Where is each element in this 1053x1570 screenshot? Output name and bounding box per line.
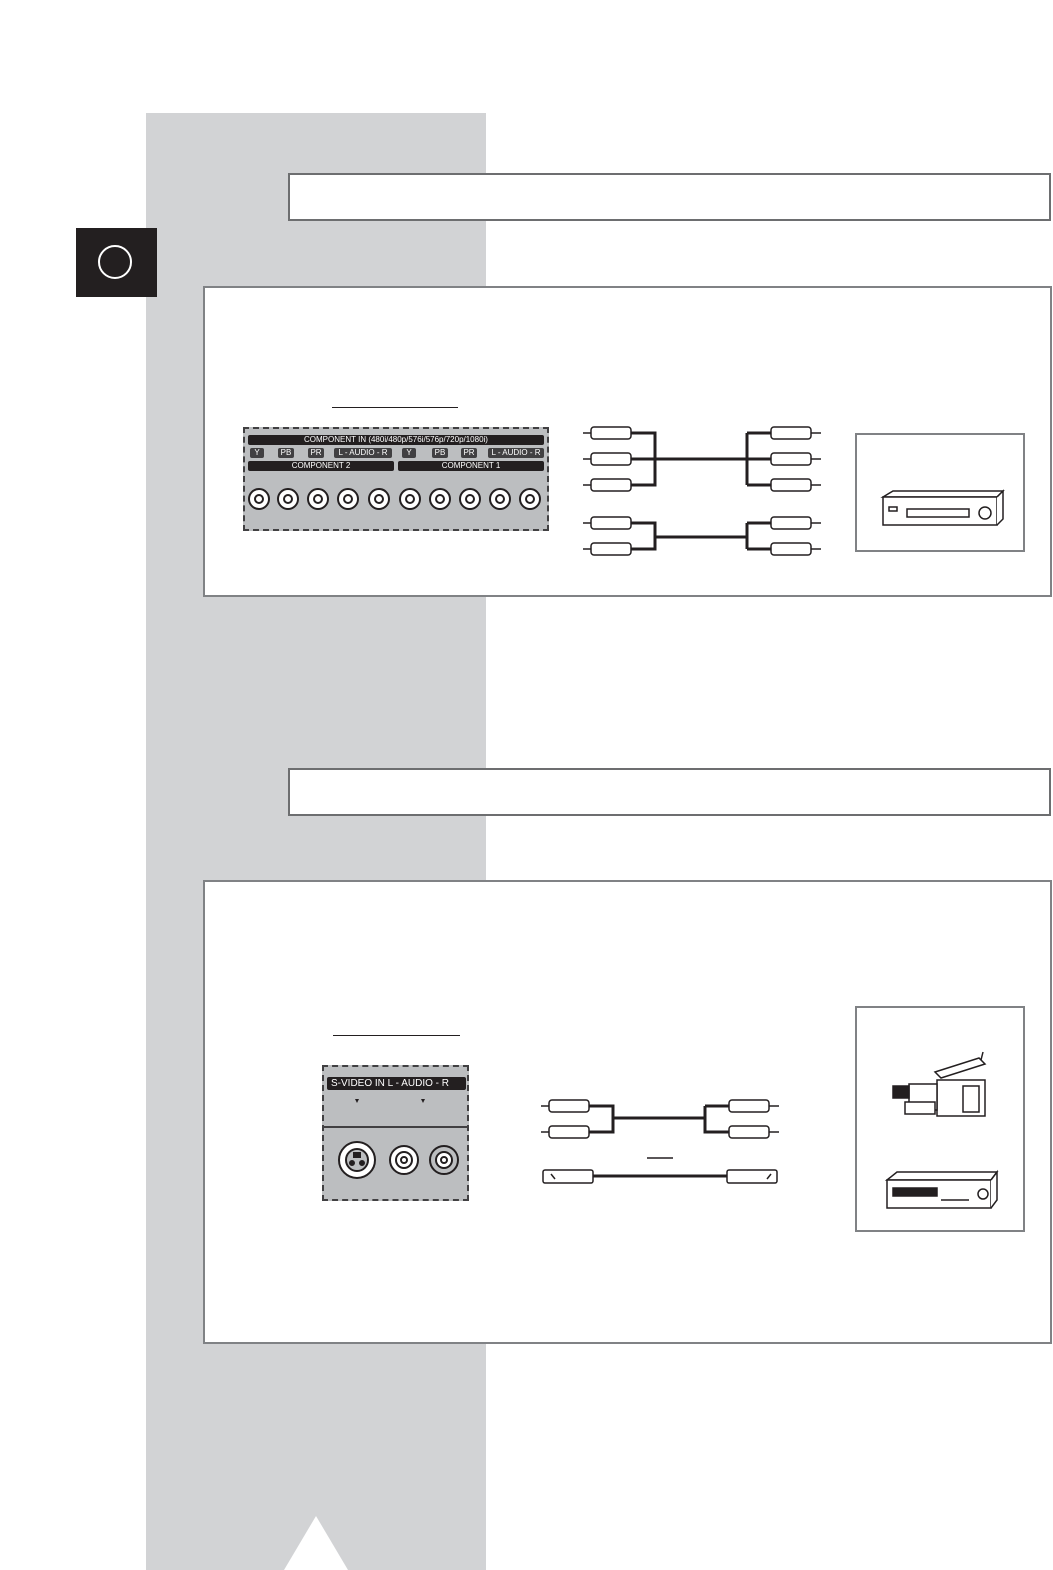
component-sublabel-row: Y PB PR L - AUDIO - R Y PB PR L - AUDIO … (248, 448, 544, 460)
rca-plug-left-1 (583, 426, 632, 440)
section-title-bar-component (288, 173, 1051, 221)
sublabel-y: Y (250, 448, 264, 458)
component-2-label: COMPONENT 2 (248, 461, 394, 471)
sublabel-pr-1: PR (461, 448, 477, 458)
sublabel-pb-1: PB (432, 448, 448, 458)
jack-7 (429, 488, 451, 510)
circle-icon (98, 245, 132, 279)
svideo-jacks (324, 1099, 467, 1179)
rca-plug-right-5 (770, 542, 821, 556)
sublabel-y-1: Y (402, 448, 416, 458)
svideo-connection-figure: S-VIDEO IN L - AUDIO - R (203, 880, 1052, 1344)
vcr-icon (884, 1169, 999, 1209)
sublabel-audio-1: L - AUDIO - R (488, 448, 544, 458)
sublabel-pb: PB (278, 448, 294, 458)
audio-jack-right (429, 1145, 459, 1175)
component-in-header: COMPONENT IN (480i/480p/576i/576p/720p/1… (248, 435, 544, 445)
rca-plug-right-2 (728, 1125, 779, 1139)
svideo-audio-cables (541, 1099, 779, 1184)
camcorder-icon (892, 1051, 987, 1117)
component-connection-figure: COMPONENT IN (480i/480p/576i/576p/720p/1… (203, 286, 1052, 597)
jack-3 (307, 488, 329, 510)
audio-jack-left (389, 1145, 419, 1175)
jack-6 (399, 488, 421, 510)
rca-plug-left-3 (583, 478, 632, 492)
section-title-bar-svideo (288, 768, 1051, 816)
rca-plug-right-4 (770, 516, 821, 530)
svideo-jack (338, 1141, 376, 1179)
svideo-plug-left (542, 1169, 594, 1184)
svideo-in-header: S-VIDEO IN L - AUDIO - R (327, 1077, 466, 1090)
rca-plug-left-4 (583, 516, 632, 530)
component-jacks (248, 488, 541, 510)
sublabel-audio-2: L - AUDIO - R (334, 448, 392, 458)
panel-caption-line (333, 1035, 460, 1036)
jack-5 (368, 488, 390, 510)
language-tab (76, 228, 157, 297)
svideo-jack-panel: S-VIDEO IN L - AUDIO - R (322, 1065, 469, 1201)
jack-10 (519, 488, 541, 510)
rca-plug-left-1 (541, 1099, 590, 1113)
jack-8 (459, 488, 481, 510)
jack-2 (277, 488, 299, 510)
page-marker-triangle (284, 1516, 348, 1570)
rca-plug-left-2 (583, 452, 632, 466)
sublabel-pr: PR (308, 448, 324, 458)
jack-9 (489, 488, 511, 510)
panel-caption-line (332, 407, 458, 408)
dvd-player-icon (880, 489, 1005, 526)
rca-plug-right-2 (770, 452, 821, 466)
rca-plug-right-1 (770, 426, 821, 440)
svideo-source-device-box (855, 1006, 1025, 1232)
component-audio-video-cables (583, 426, 821, 556)
component-1-label: COMPONENT 1 (398, 461, 544, 471)
rca-plug-right-1 (728, 1099, 779, 1113)
rca-plug-right-3 (770, 478, 821, 492)
rca-plug-left-5 (583, 542, 632, 556)
svideo-plug-right (726, 1169, 778, 1184)
rca-plug-left-2 (541, 1125, 590, 1139)
component-jack-panel: COMPONENT IN (480i/480p/576i/576p/720p/1… (243, 427, 549, 531)
component-source-device-box (855, 433, 1025, 552)
jack-4 (337, 488, 359, 510)
jack-1 (248, 488, 270, 510)
